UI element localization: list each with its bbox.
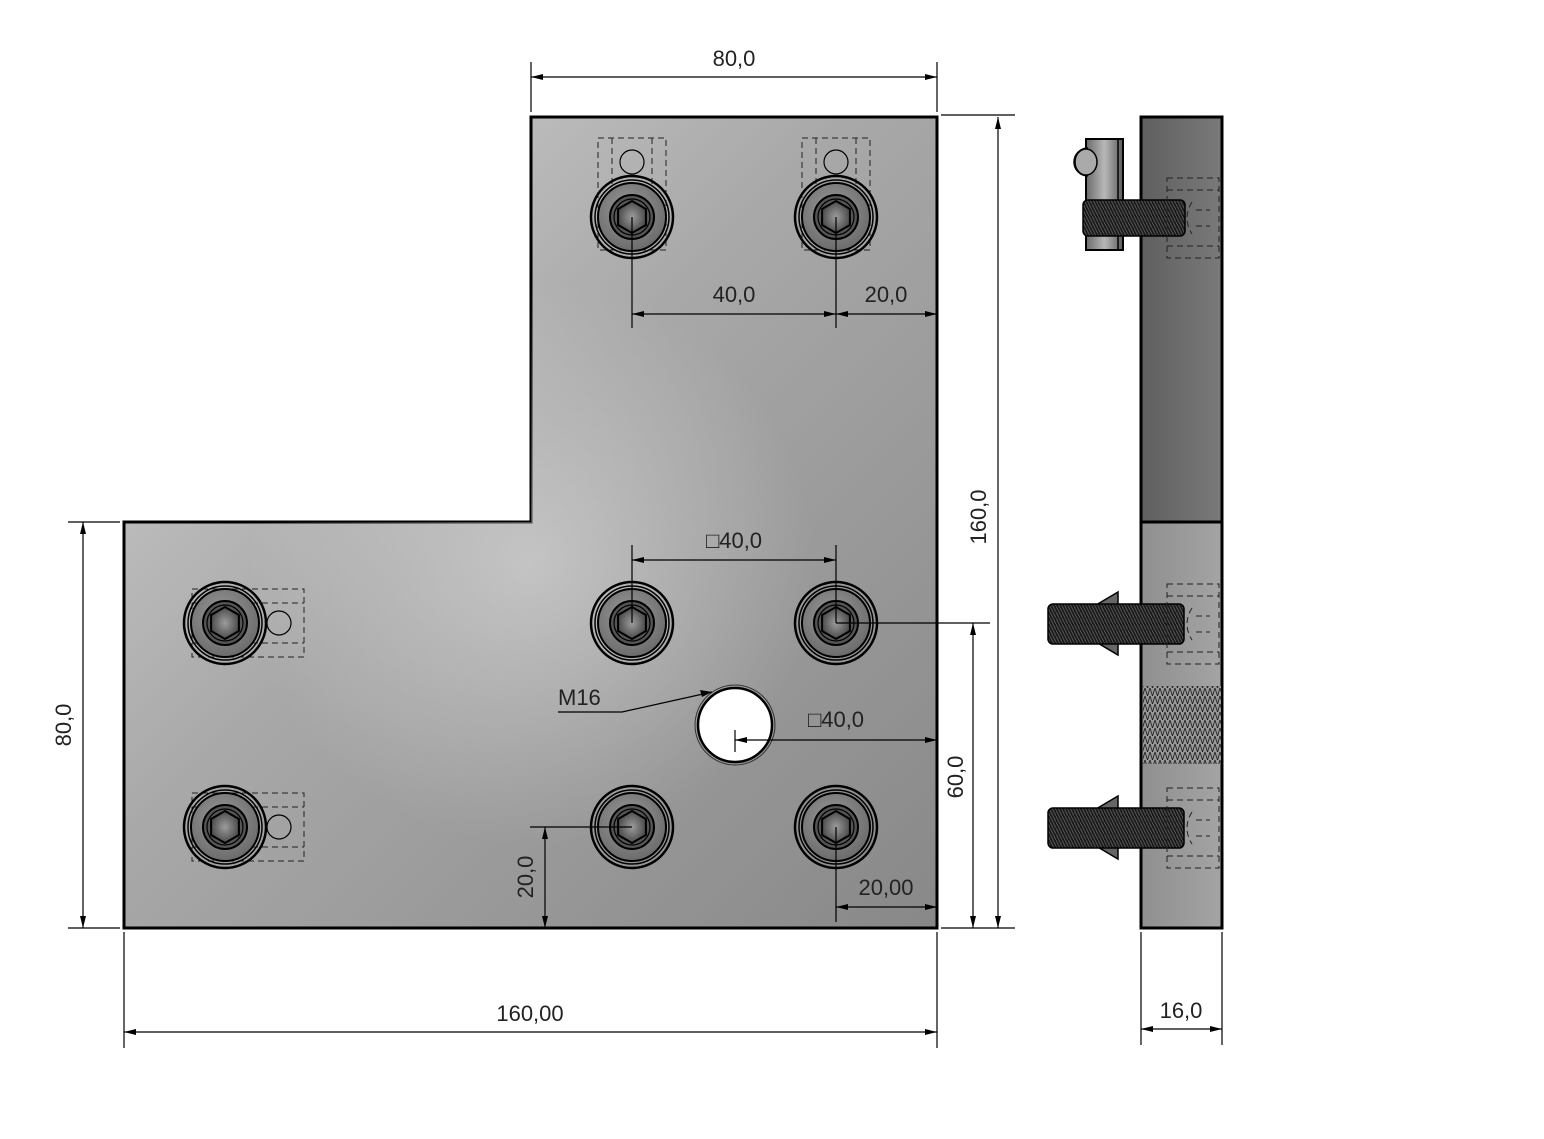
side-screw-upper	[1047, 583, 1220, 665]
dim-square-pattern: □40,0	[706, 528, 762, 553]
dim-top-hole-edge: 20,0	[865, 282, 908, 307]
dim-bottom-hole-height: 20,0	[513, 856, 538, 899]
threaded-hole-m16	[694, 684, 776, 766]
side-threaded-hole	[1143, 686, 1221, 764]
front-view	[122, 115, 939, 930]
dim-top-width: 80,0	[713, 46, 756, 71]
thread-label-m16: M16	[558, 685, 601, 710]
screw-left-lower	[182, 784, 268, 870]
dim-total-width: 160,00	[496, 1001, 563, 1026]
dim-bottom-hole-edge: 20,00	[858, 875, 913, 900]
side-screw-lower	[1047, 787, 1220, 869]
side-slot-nut-top	[1073, 138, 1220, 259]
dim-hole-height: 60,0	[943, 756, 968, 799]
dim-square-pattern-hole: □40,0	[808, 707, 864, 732]
dim-total-height: 160,0	[966, 489, 991, 544]
side-upper-section	[1139, 115, 1224, 524]
dimensions-front: 80,0 40,0 20,0 160,0 □40,0 60,0 M16 □40,…	[51, 46, 1015, 1048]
side-view: 16,0	[1047, 115, 1224, 1045]
screw-left-upper	[182, 580, 268, 666]
dim-left-height: 80,0	[51, 704, 76, 747]
dim-top-hole-spacing: 40,0	[713, 282, 756, 307]
dim-thickness: 16,0	[1160, 998, 1203, 1023]
